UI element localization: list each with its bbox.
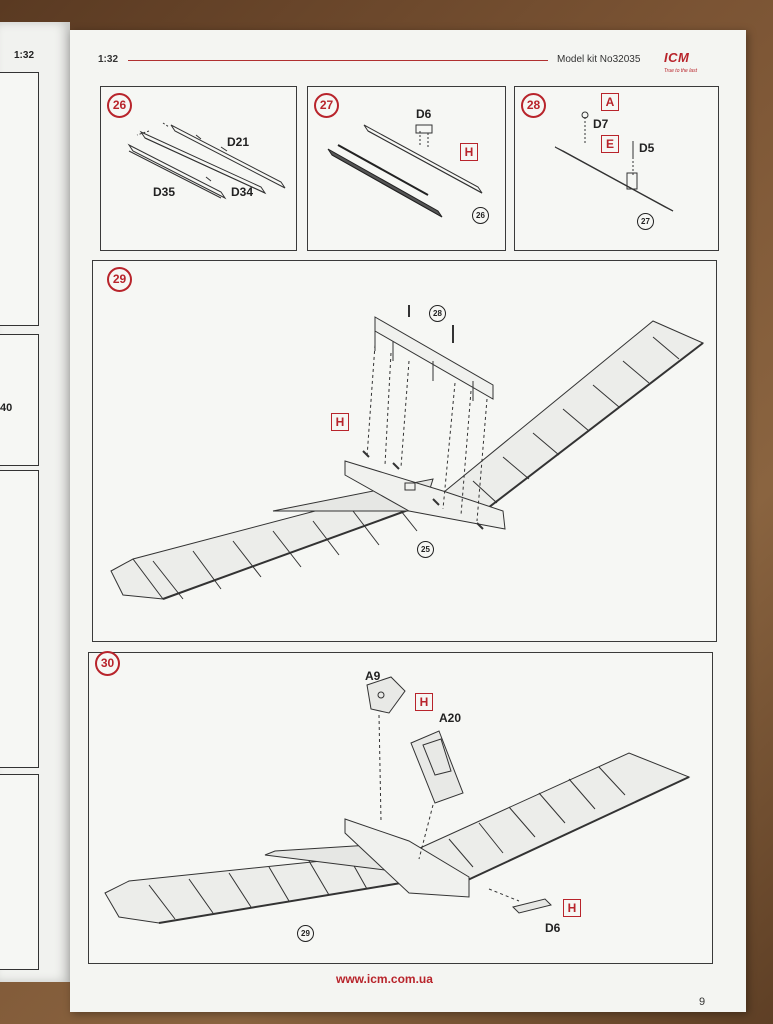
step-number: 30 <box>95 651 120 676</box>
left-page-fragment-number: 40 <box>0 402 13 414</box>
step-30-panel: 30 <box>88 651 713 964</box>
step-27-panel: 27 D6 H 26 <box>307 86 506 251</box>
step-28-panel: 28 A D7 E D5 27 <box>514 86 719 251</box>
left-page-panel <box>0 334 39 466</box>
step-29-panel: 29 <box>92 260 717 642</box>
step-26-panel: 26 D21 D35 D34 <box>100 86 297 251</box>
paint-code-box: H <box>331 413 349 431</box>
header-scale: 1:32 <box>98 54 119 65</box>
reference-step-circle: 29 <box>297 925 314 942</box>
part-label-d5: D5 <box>639 141 655 155</box>
step-number: 26 <box>107 93 132 118</box>
paint-code-box-d6: H <box>563 899 581 917</box>
left-page-panel <box>0 72 39 326</box>
part-label-d21: D21 <box>227 135 250 149</box>
part-label-a9: A9 <box>365 669 381 683</box>
footer-website-link[interactable]: www.icm.com.ua <box>336 972 433 986</box>
reference-step-circle: 26 <box>472 207 489 224</box>
step-26-drawing <box>127 122 286 200</box>
part-label-d6: D6 <box>416 107 432 121</box>
step-27-drawing <box>327 124 483 218</box>
part-label-d35: D35 <box>153 185 176 199</box>
paint-code-box-a: A <box>601 93 619 111</box>
left-page-panel <box>0 470 39 768</box>
header-rule <box>128 60 548 61</box>
step-number: 28 <box>521 93 546 118</box>
part-label-a20: A20 <box>439 711 462 725</box>
part-label-d7: D7 <box>593 117 609 131</box>
left-page: 1:32 40 <box>0 22 70 982</box>
step-29-wing-drawing <box>110 305 704 600</box>
reference-step-circle: 27 <box>637 213 654 230</box>
icm-logo: ICM True to the last <box>664 50 697 74</box>
left-page-panel <box>0 774 39 970</box>
paint-code-box-a9: H <box>415 693 433 711</box>
paint-code-box-e: E <box>601 135 619 153</box>
header-model-number: Model kit No32035 <box>557 54 641 65</box>
page-number: 9 <box>699 996 706 1008</box>
step-30-wing-drawing <box>104 676 691 924</box>
reference-step-circle-28: 28 <box>429 305 446 322</box>
step-28-drawing <box>554 111 674 212</box>
reference-step-circle-25: 25 <box>417 541 434 558</box>
step-number: 29 <box>107 267 132 292</box>
paint-code-box: H <box>460 143 478 161</box>
part-label-d6: D6 <box>545 921 561 935</box>
part-label-d34: D34 <box>231 185 254 199</box>
step-number: 27 <box>314 93 339 118</box>
left-page-scale: 1:32 <box>14 50 35 61</box>
instruction-page: 1:32 Model kit No32035 ICM True to the l… <box>70 30 746 1012</box>
